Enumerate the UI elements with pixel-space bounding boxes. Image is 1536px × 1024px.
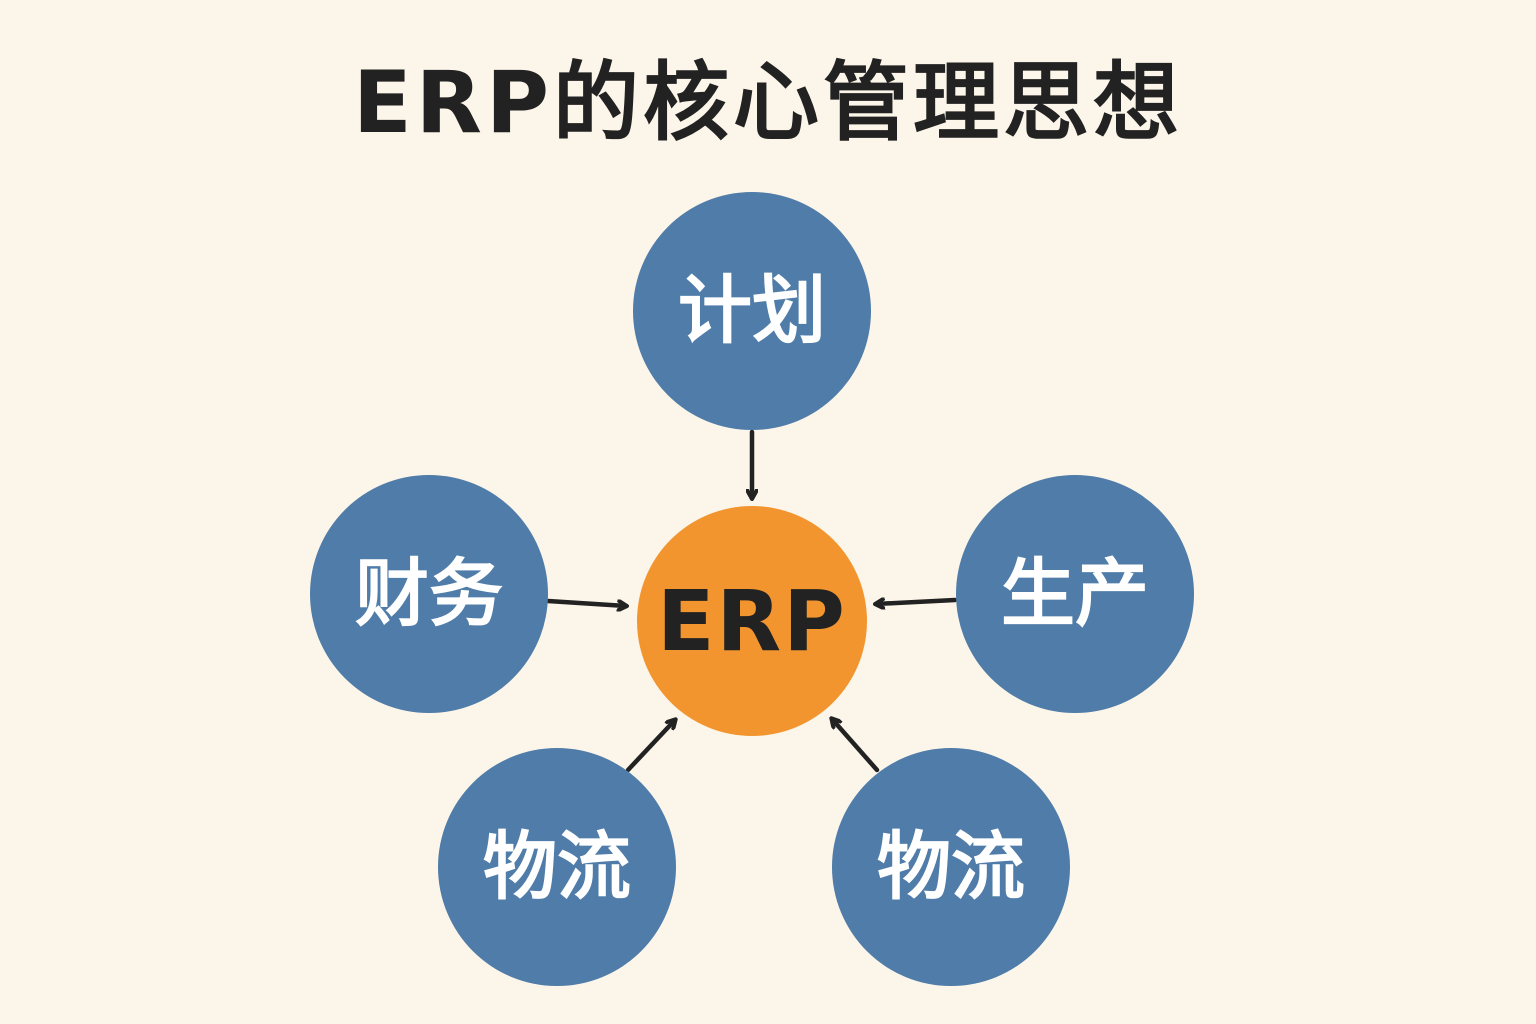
node-production-label: 生产 (1001, 551, 1149, 637)
arrow-finance-to-erp (545, 598, 626, 606)
node-logistics-left-label: 物流 (483, 824, 631, 910)
node-logistics-right: 物流 (832, 748, 1070, 986)
arrow-production-to-erp (876, 600, 958, 604)
node-production: 生产 (956, 475, 1194, 713)
node-plan-label: 计划 (678, 268, 826, 354)
node-logistics-left: 物流 (438, 748, 676, 986)
page-title: ERP的核心管理思想 (353, 53, 1183, 153)
node-erp-center: ERP (637, 506, 867, 736)
arrow-logistics-left-to-erp (625, 720, 675, 773)
arrow-logistics-right-to-erp (832, 719, 880, 773)
node-finance: 财务 (310, 475, 548, 713)
node-erp-label: ERP (657, 572, 847, 670)
node-finance-label: 财务 (355, 551, 503, 637)
node-logistics-right-label: 物流 (877, 824, 1025, 910)
node-plan: 计划 (633, 192, 871, 430)
